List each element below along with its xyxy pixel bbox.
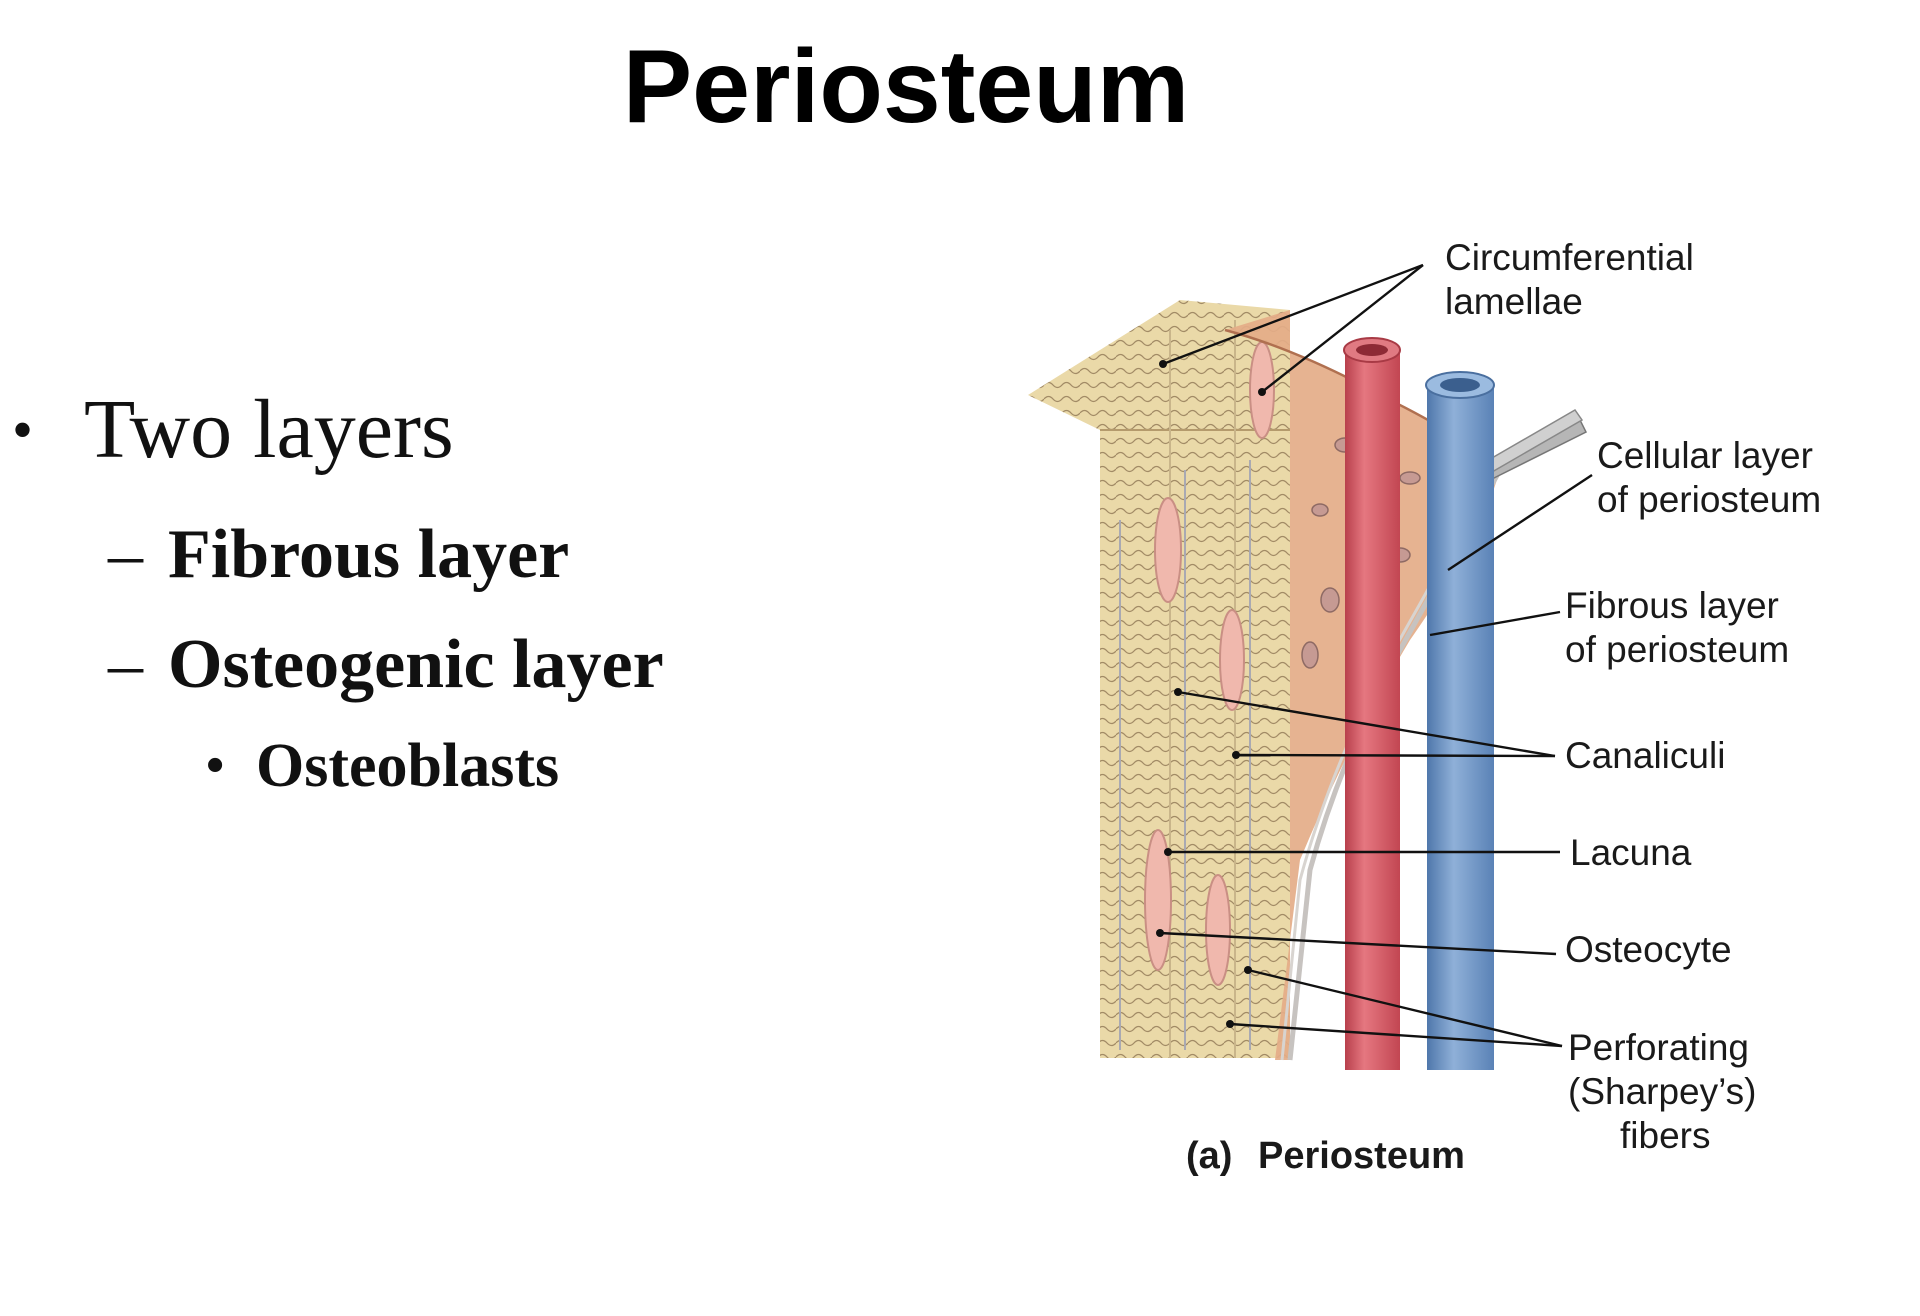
osteocyte <box>1144 829 1172 971</box>
label-circumferential-lamellae-line1: Circumferential <box>1445 237 1694 278</box>
osteocyte <box>1219 609 1245 711</box>
label-canaliculi: Canaliculi <box>1565 735 1725 776</box>
forceps-icon <box>1478 409 1588 481</box>
caption-text: Periosteum <box>1258 1135 1465 1177</box>
osteocyte <box>1154 497 1182 603</box>
label-perforating-line1: Perforating <box>1568 1027 1749 1068</box>
osteocytes <box>1144 341 1275 986</box>
dash-marker: – <box>108 516 143 593</box>
label-fibrous-layer-line1: Fibrous layer <box>1565 585 1779 626</box>
dash-marker: – <box>108 626 143 703</box>
blood-vessels <box>1343 337 1495 1070</box>
label-fibrous-layer-line2: of periosteum <box>1565 629 1789 670</box>
bullet-marker: • <box>206 737 225 794</box>
figure-caption: (a) Periosteum <box>1186 1135 1465 1177</box>
osteocyte <box>1205 874 1231 986</box>
sub-sub-bullet-text: Osteoblasts <box>256 732 560 800</box>
label-osteocyte: Osteocyte <box>1565 929 1732 970</box>
leader-lines <box>1156 263 1593 1048</box>
label-cellular-layer-line1: Cellular layer <box>1597 435 1813 476</box>
figure-labels: Circumferential lamellae Cellular layer … <box>1445 237 1821 1156</box>
label-circumferential-lamellae-line2: lamellae <box>1445 281 1583 322</box>
sub-bullet-text: Fibrous layer <box>168 516 570 593</box>
bullet-text: Two layers <box>84 383 454 476</box>
sub-bullet-text: Osteogenic layer <box>168 626 664 703</box>
label-perforating-line3: fibers <box>1620 1115 1710 1156</box>
label-perforating-line2: (Sharpey’s) <box>1568 1071 1757 1112</box>
slide-title: Periosteum <box>622 29 1190 145</box>
label-lacuna: Lacuna <box>1570 832 1692 873</box>
bullet-marker: • <box>12 397 34 463</box>
label-cellular-layer-line2: of periosteum <box>1597 479 1821 520</box>
caption-letter: (a) <box>1186 1135 1232 1177</box>
